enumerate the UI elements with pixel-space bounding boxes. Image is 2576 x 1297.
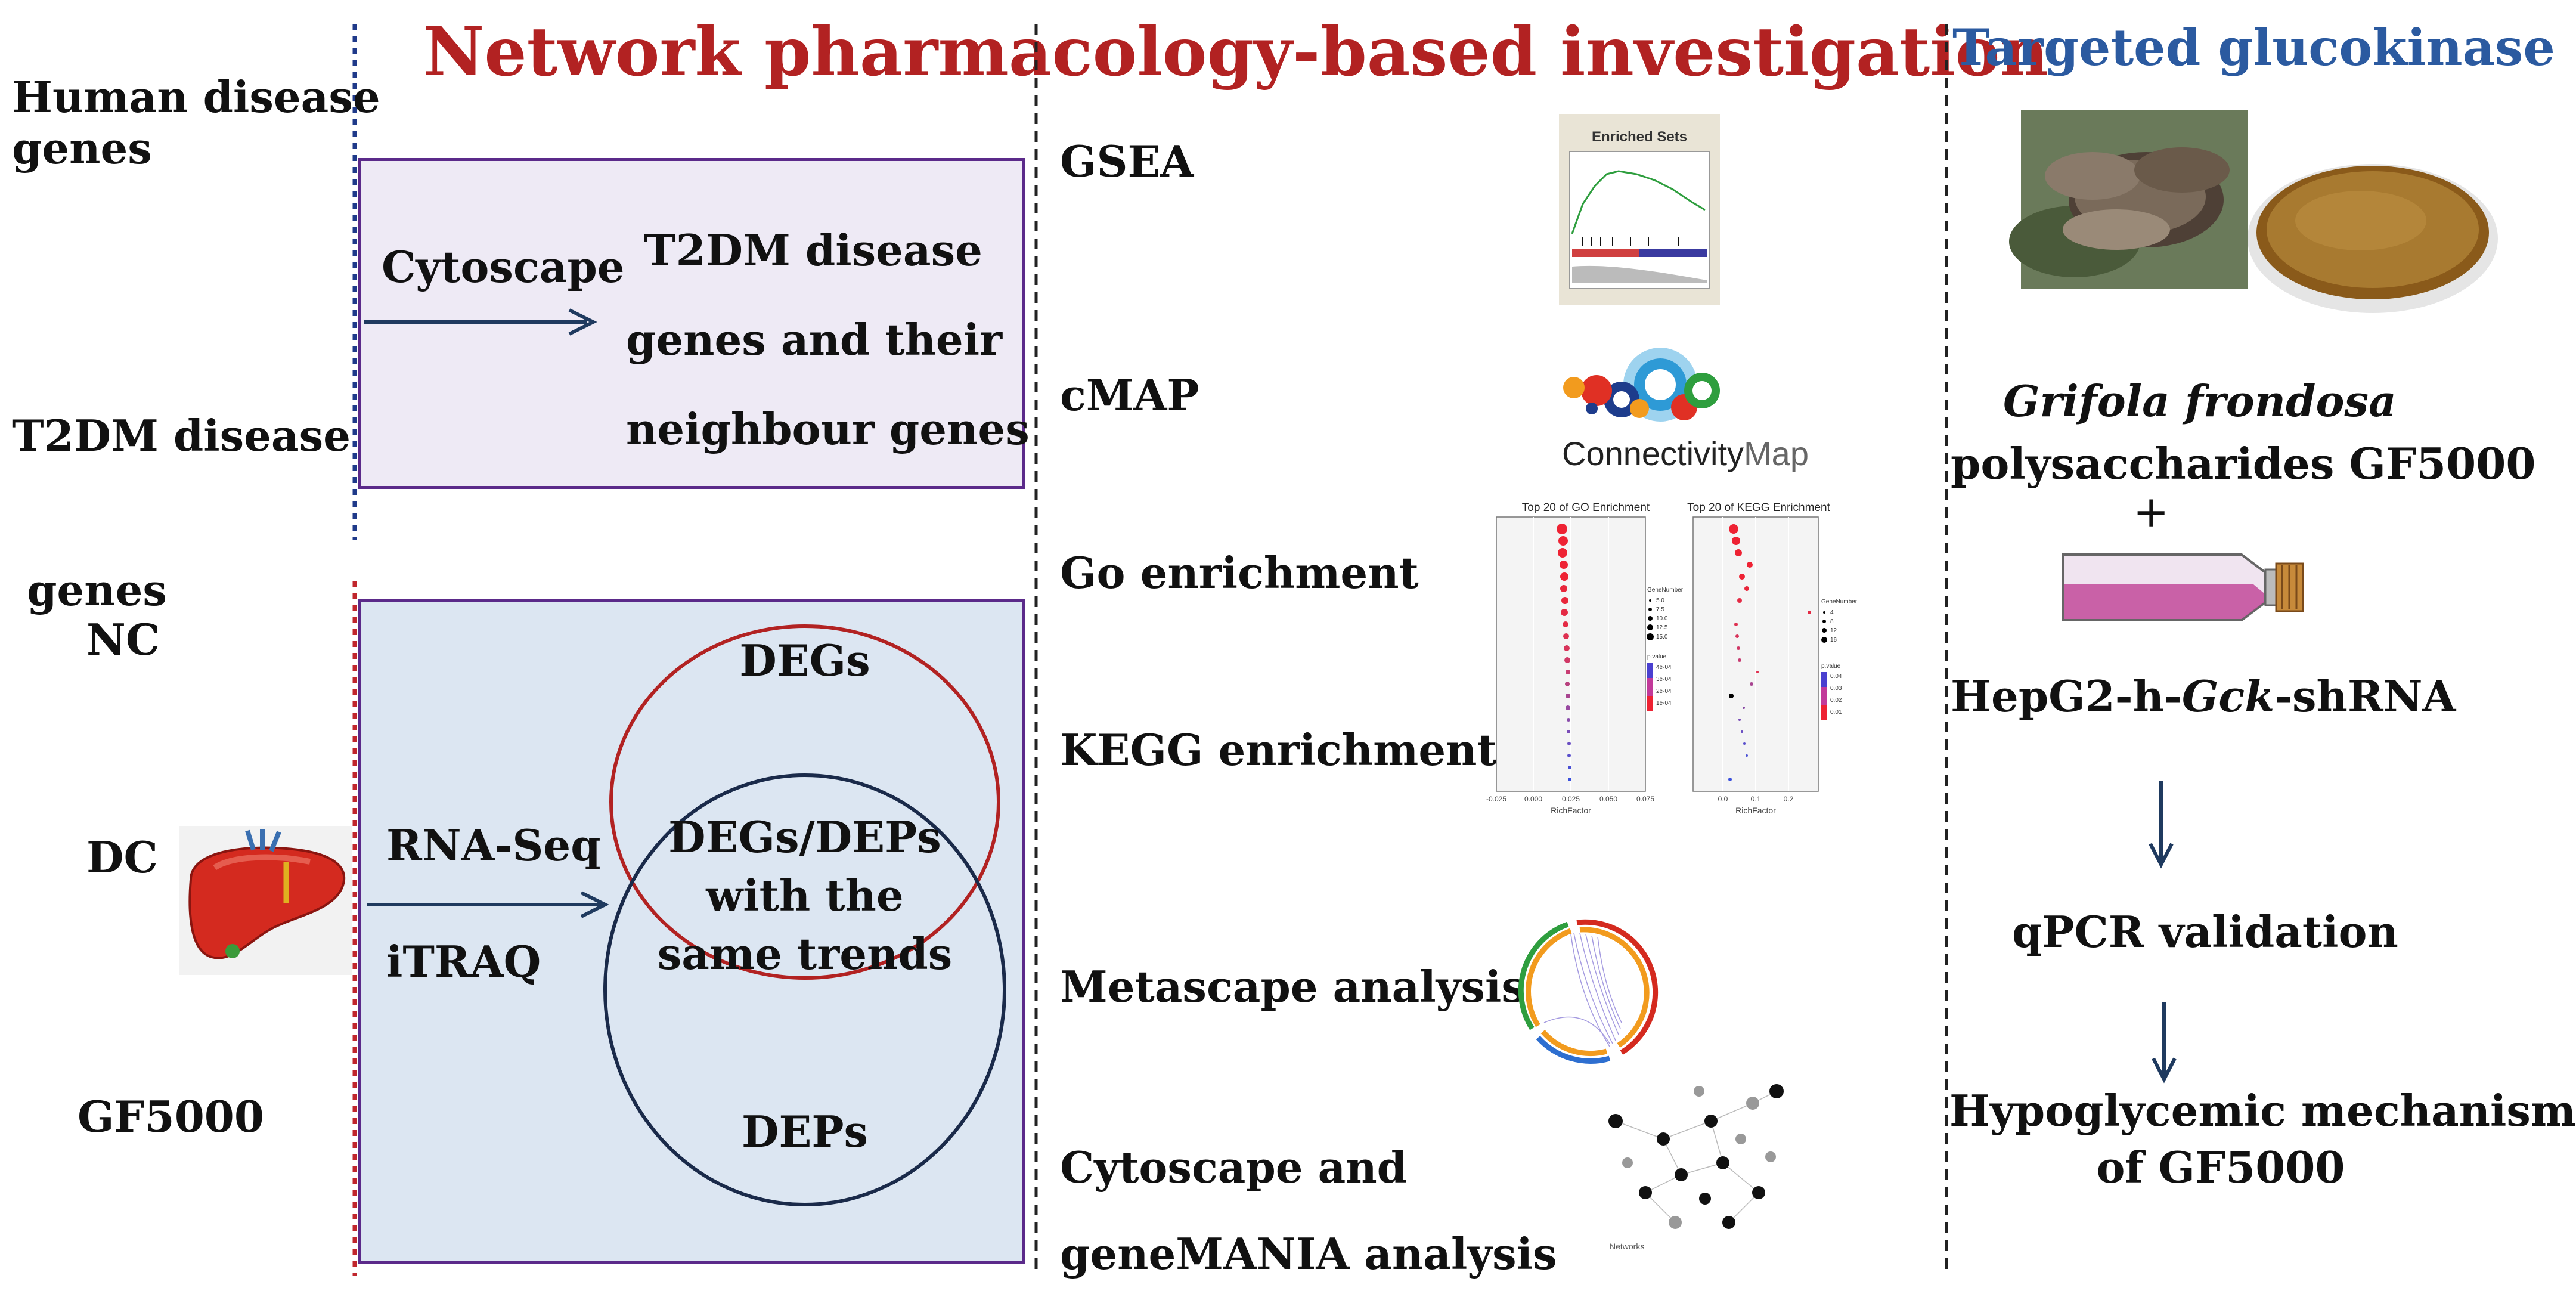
analysis-gsea: GSEA (1060, 136, 1194, 187)
label-t2dm-disease-genes: T2DM disease genes (12, 410, 351, 615)
degs-circle (609, 624, 1000, 980)
go-tick-2: 0.025 (1562, 795, 1580, 803)
kegg-legend-4: 16 (1830, 637, 1837, 643)
label-nc: NC (86, 614, 160, 665)
cell-flask-icon (2062, 553, 2304, 621)
right-plus: + (2133, 487, 2169, 537)
venn-deps-label: DEPs (742, 1106, 868, 1157)
go-legend-1: 5.0 (1656, 598, 1664, 604)
label-human-disease-genes: Human disease genes (12, 72, 380, 174)
go-legend-7: 4e-04 (1656, 664, 1672, 671)
genemania-network-thumbnail: Networks (1608, 1084, 1784, 1251)
venn-overlap-label: DEGs/DEPs with the same trends (657, 812, 953, 979)
go-dots (1557, 524, 1571, 781)
right-polysaccharide: polysaccharides GF5000 (1951, 438, 2536, 489)
mushroom-photo (2009, 110, 2498, 328)
go-legend-3: 10.0 (1656, 615, 1668, 622)
kegg-tick-0: 0.0 (1718, 795, 1728, 803)
go-legend-8: 3e-04 (1656, 676, 1672, 683)
analysis-cmap: cMAP (1060, 370, 1199, 420)
cmap-logo-text-a: Connectivity (1562, 435, 1744, 472)
method-rna-seq: RNA-Seq (386, 820, 601, 871)
kegg-legend-1: 4 (1830, 609, 1834, 616)
right-qpcr: qPCR validation (2012, 906, 2398, 957)
go-legend-0: GeneNumber (1647, 587, 1684, 593)
kegg-tick-1: 0.1 (1751, 795, 1761, 803)
kegg-legend-6: 0.04 (1830, 673, 1842, 680)
analysis-cytoscape: Cytoscape and geneMANIA analysis (1060, 1142, 1557, 1279)
go-tick-3: 0.050 (1599, 795, 1617, 803)
label-dc: DC (86, 832, 158, 883)
go-legend-10: 1e-04 (1656, 700, 1672, 707)
top-box-result: T2DM disease genes and their neighbour g… (626, 225, 1030, 454)
kegg-enrichment-thumbnail: Top 20 of KEGG Enrichment 0.0 0.1 0.2 Ri… (1687, 502, 1858, 815)
go-enrichment-thumbnail: Top 20 of GO Enrichment -0.025 0.000 0.0… (1486, 502, 1684, 815)
go-tick-1: 0.000 (1524, 795, 1542, 803)
go-legend-9: 2e-04 (1656, 688, 1672, 695)
analysis-go: Go enrichment (1060, 547, 1419, 598)
main-title: Network pharmacology-based investigation (423, 13, 2048, 91)
cmap-logo: ConnectivityMap (1562, 348, 1809, 472)
arrow-top-box (364, 308, 597, 336)
gsea-thumbnail-title: Enriched Sets (1592, 129, 1687, 145)
label-gf5000: GF5000 (78, 1091, 264, 1142)
bottom-box (358, 599, 1025, 1264)
liver-icon (179, 826, 352, 975)
kegg-tick-2: 0.2 (1784, 795, 1794, 803)
right-panel-title: Targeted glucokinase (1952, 18, 2555, 77)
svg-text:ConnectivityMap: ConnectivityMap (1562, 435, 1809, 472)
network-caption: Networks (1610, 1242, 1644, 1251)
go-legend-5: 15.0 (1656, 634, 1668, 640)
analysis-kegg: KEGG enrichment (1060, 725, 1497, 775)
kegg-legend-9: 0.01 (1830, 709, 1842, 716)
go-xlabel: RichFactor (1551, 806, 1591, 815)
kegg-dots (1728, 524, 1811, 781)
go-legend-2: 7.5 (1656, 606, 1664, 613)
divider-lines (352, 24, 1948, 1276)
method-itraq: iTRAQ (386, 936, 541, 987)
kegg-legend-0: GeneNumber (1821, 599, 1858, 605)
kegg-legend-8: 0.02 (1830, 697, 1842, 704)
kegg-legend-5: p.value (1821, 663, 1841, 670)
deps-circle (603, 773, 1006, 1206)
right-cell-line: HepG2-h-Gck-shRNA (1951, 671, 2456, 722)
arrow-down-1 (2149, 781, 2174, 869)
go-legend-4: 12.5 (1656, 624, 1668, 631)
right-mechanism: Hypoglycemic mechanism of GF5000 (1949, 1085, 2576, 1193)
gsea-thumbnail: Enriched Sets (1559, 114, 1720, 305)
metascape-circos-thumbnail (1518, 919, 1659, 1064)
kegg-legend-2: 8 (1830, 618, 1834, 625)
go-legend-6: p.value (1647, 654, 1667, 660)
kegg-title: Top 20 of KEGG Enrichment (1687, 502, 1830, 514)
cmap-logo-text-b: Map (1744, 435, 1809, 472)
venn-diagram (367, 624, 1006, 1206)
kegg-legend-7: 0.03 (1830, 685, 1842, 692)
right-species: Grifola frondosa (2003, 376, 2397, 426)
arrow-down-2 (2152, 1002, 2177, 1084)
go-tick-4: 0.075 (1636, 795, 1654, 803)
top-box-tool: Cytoscape (382, 242, 625, 292)
kegg-xlabel: RichFactor (1735, 806, 1776, 815)
kegg-legend-3: 12 (1830, 627, 1837, 634)
go-title: Top 20 of GO Enrichment (1522, 502, 1650, 514)
analysis-metascape: Metascape analysis (1060, 961, 1526, 1012)
go-tick-0: -0.025 (1486, 795, 1506, 803)
venn-degs-label: DEGs (739, 635, 870, 686)
